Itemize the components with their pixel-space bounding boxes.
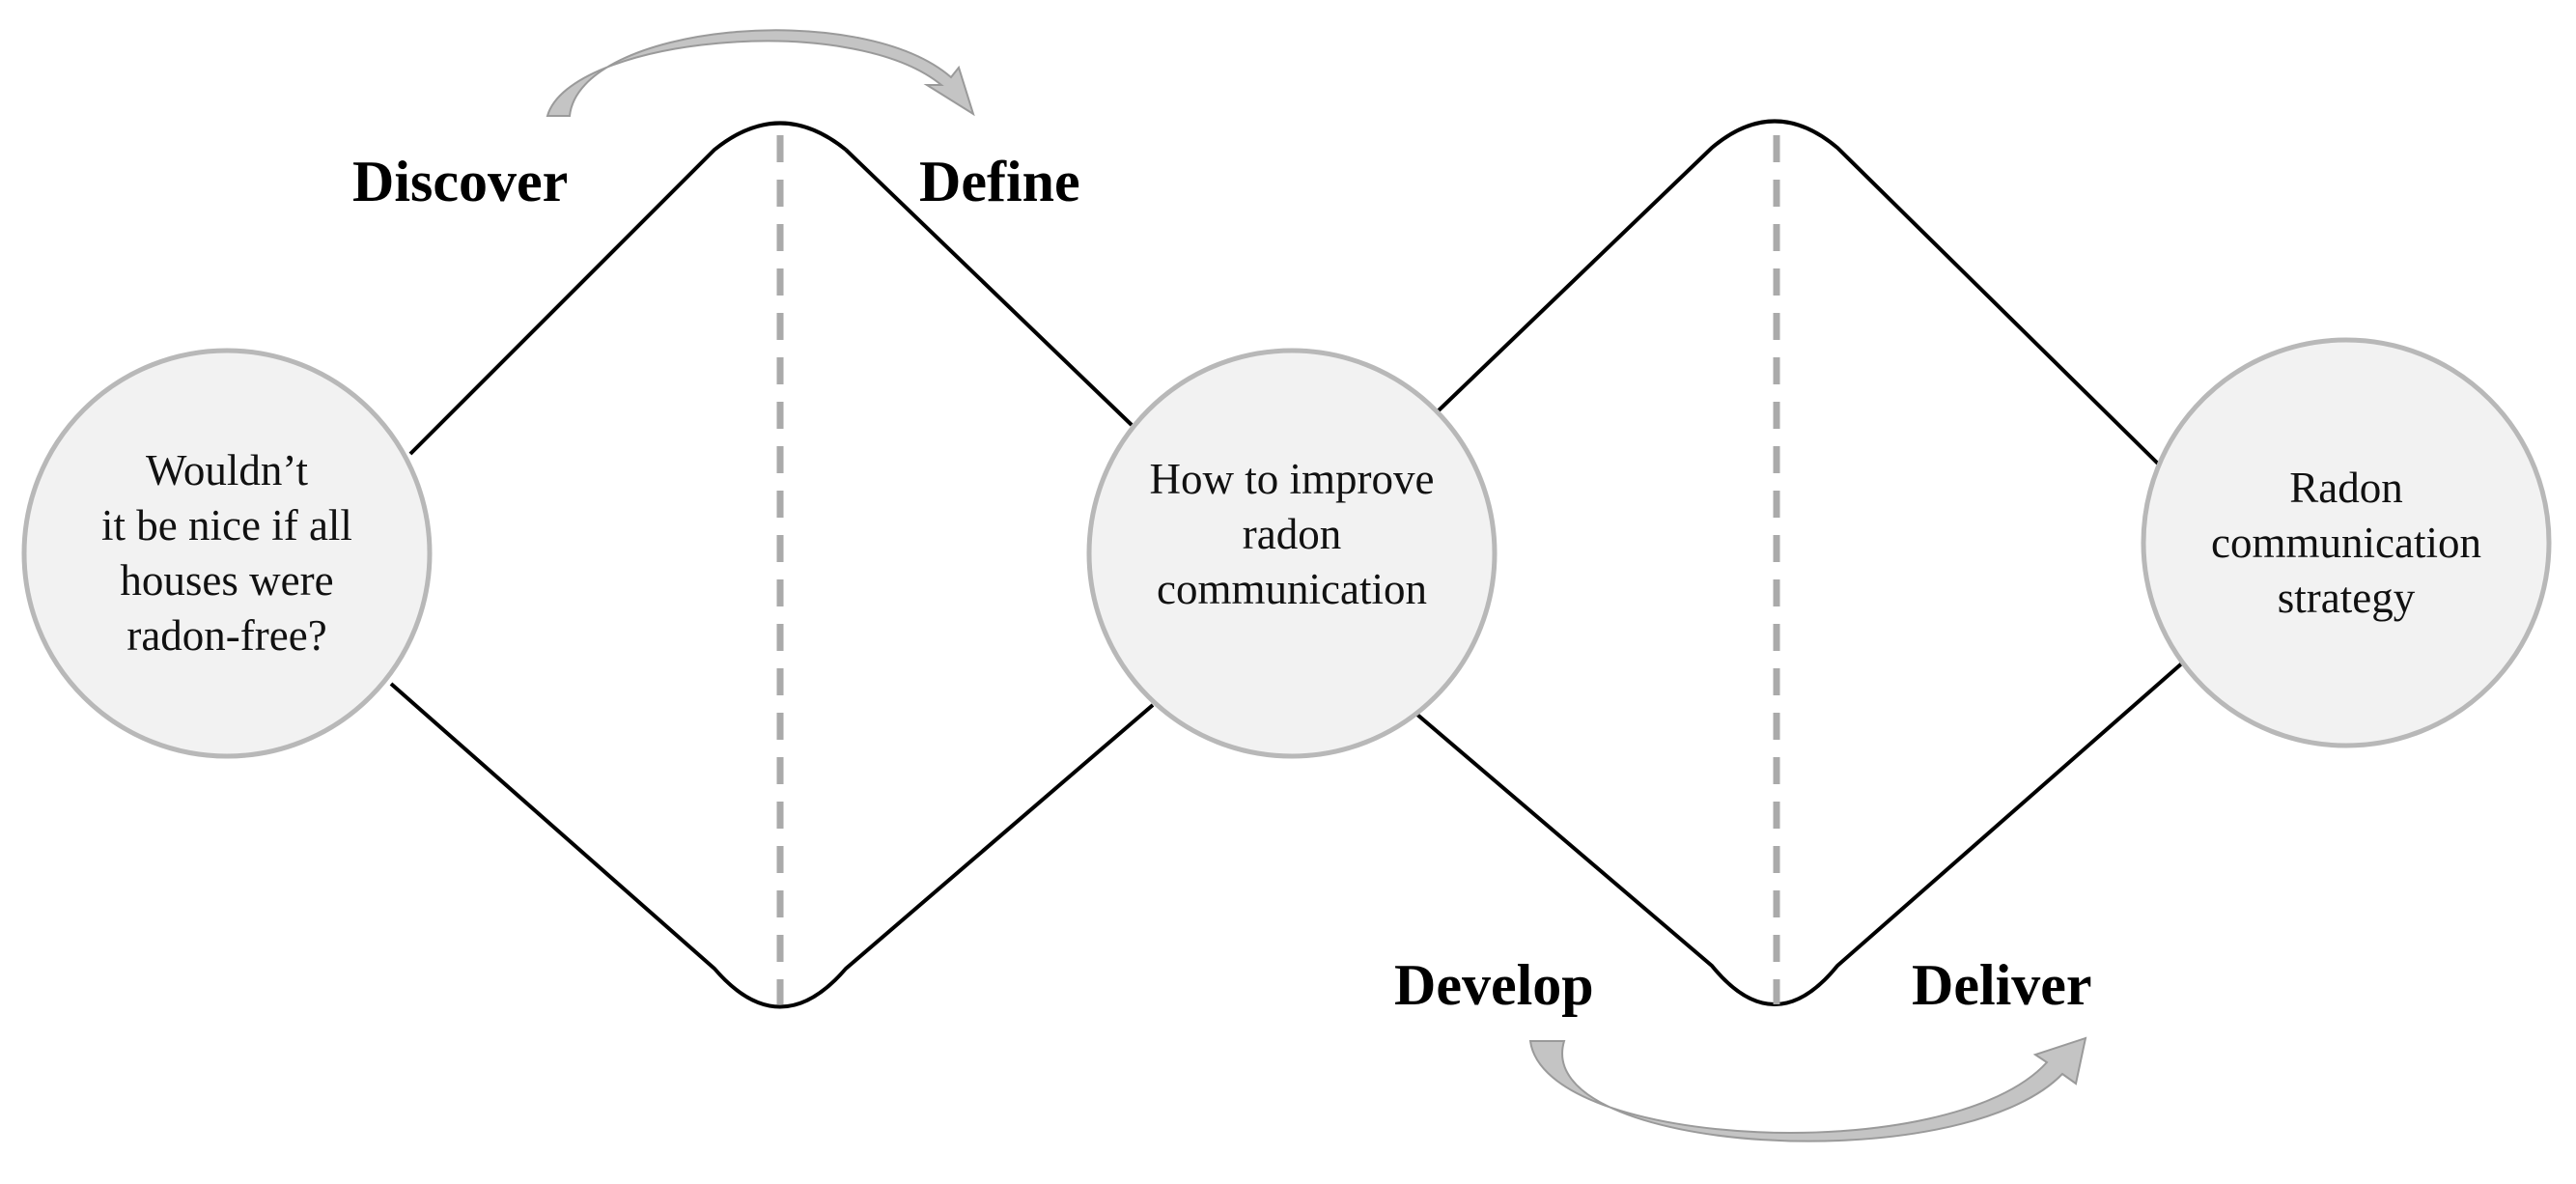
first-diamond-upper-left-edge: [408, 121, 848, 456]
middle-node-circle: [1086, 348, 1498, 759]
start-node: Wouldn’t it be nice if all houses were r…: [43, 370, 410, 737]
start-node-text: Wouldn’t it be nice if all houses were r…: [101, 446, 352, 660]
end-node-text: Radon communication strategy: [2211, 463, 2481, 622]
middle-node: How to improve radon communication: [1108, 370, 1475, 737]
end-node: Radon communication strategy: [2163, 359, 2530, 726]
second-diamond-upper-edge: [1437, 119, 2162, 467]
phase-label-define: Define: [919, 150, 1080, 213]
phase-label-develop: Develop: [1394, 953, 1594, 1017]
phase-label-deliver: Deliver: [1912, 953, 2092, 1017]
first-diamond-lower-left-edge: [389, 682, 1155, 1009]
end-node-circle: [2141, 337, 2552, 748]
middle-node-text: How to improve radon communication: [1149, 454, 1435, 613]
bottom-curved-arrow: [1528, 1036, 2087, 1142]
first-diamond-upper-right-edge: [844, 148, 1134, 427]
top-curved-arrow: [546, 29, 975, 117]
phase-label-discover: Discover: [352, 150, 569, 213]
start-node-circle: [21, 348, 433, 759]
